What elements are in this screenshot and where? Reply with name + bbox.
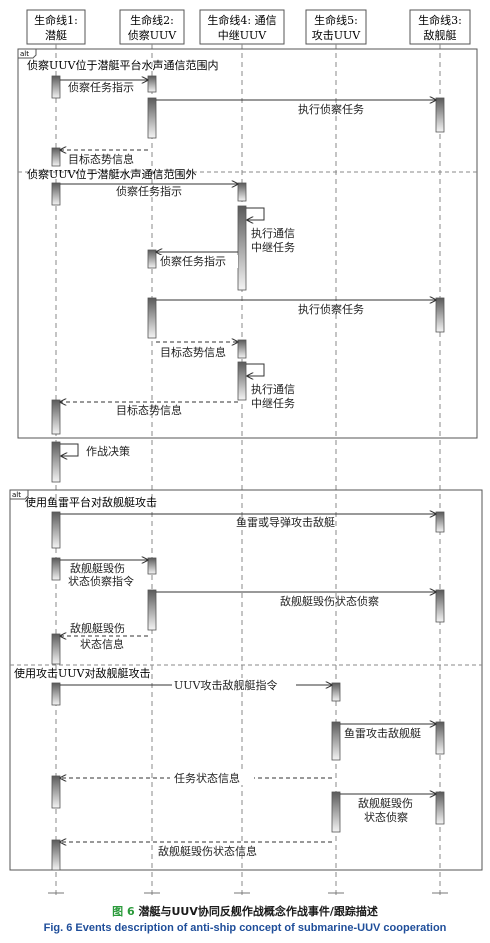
activation-bars (51, 75, 445, 871)
msg-label-m13-line1: 敌舰艇毁伤 (70, 561, 125, 575)
msg-label-m6: 侦察任务指示 (160, 254, 226, 268)
activation-bar (51, 775, 61, 809)
message-labels: 侦察任务指示 执行侦察任务 目标态势信息 侦察任务指示 执行通信 中继任务 侦察… (68, 80, 421, 858)
msg-label-m11: 作战决策 (86, 444, 130, 458)
msg-label-m18: 任务状态信息 (174, 771, 240, 785)
lifeline-header-relay: 生命线4: 通信 中继UUV (199, 9, 285, 45)
lifeline-header-recon: 生命线2: 侦察UUV (119, 9, 185, 45)
sequence-diagram: 生命线1: 潜艇 生命线2: 侦察UUV 生命线4: 通信 中继UUV 生命线5… (9, 9, 483, 895)
lifeline-sub-label-1: 生命线1: (34, 13, 78, 27)
activation-bar (435, 97, 445, 133)
lifeline-relay-label-2: 中继UUV (218, 29, 268, 42)
msg-label-m9-line1: 执行通信 (251, 382, 295, 396)
msg-label-m2: 执行侦察任务 (298, 102, 364, 116)
figure-number-en: Fig. 6 (43, 922, 73, 934)
activation-bar (237, 205, 247, 291)
alt-fragment-2-tag: alt (12, 491, 21, 499)
activation-bar (435, 511, 445, 533)
msg-label-m12: 鱼雷或导弹攻击敌艇 (236, 515, 335, 529)
activation-bar (147, 297, 157, 339)
activation-bar (435, 791, 445, 825)
msg-label-m15-line1: 敌舰艇毁伤 (70, 621, 125, 635)
arrow-m9 (246, 363, 265, 376)
activation-bar (51, 182, 61, 206)
alt-fragment-2: alt 使用鱼雷平台对敌舰艇攻击 使用攻击UUV对敌舰艇攻击 (9, 489, 483, 871)
msg-label-m16: UUV攻击敌舰艇指令 (174, 678, 277, 692)
lifeline-enemy-label-2: 敌舰艇 (424, 28, 457, 42)
activation-bar (237, 361, 247, 401)
msg-label-m19-line1: 敌舰艇毁伤 (358, 796, 413, 810)
msg-label-m7: 执行侦察任务 (298, 302, 364, 316)
activation-bar (51, 682, 61, 706)
lifeline-header-attack: 生命线5: 攻击UUV (305, 9, 367, 45)
lifeline-recon-label-1: 生命线2: (130, 13, 174, 27)
activation-bar (51, 511, 61, 549)
figure-title-zh: 潜艇与UUV协同反舰作战概念作战事件/跟踪描述 (138, 905, 378, 918)
lifeline-relay-label-1: 生命线4: 通信 (207, 13, 276, 27)
activation-bar (51, 441, 61, 483)
lifeline-sub-label-2: 潜艇 (45, 28, 67, 42)
activation-bar (51, 839, 61, 871)
activation-bar (237, 339, 247, 359)
activation-bar (435, 297, 445, 333)
activation-bar (51, 147, 61, 167)
activation-bar (147, 97, 157, 139)
figure-number-zh: 图 6 (112, 905, 135, 918)
alt2-condition-1: 使用鱼雷平台对敌舰艇攻击 (25, 495, 157, 509)
msg-label-m4: 侦察任务指示 (116, 184, 182, 198)
alt2-condition-2: 使用攻击UUV对敌舰艇攻击 (14, 666, 150, 680)
alt1-condition-2: 侦察UUV位于潜艇水声通信范围外 (27, 167, 196, 181)
activation-bar (51, 633, 61, 665)
msg-label-m5-line1: 执行通信 (251, 226, 295, 240)
alt1-condition-1: 侦察UUV位于潜艇平台水声通信范围内 (27, 58, 218, 72)
activation-bar (51, 557, 61, 581)
activation-bar (147, 249, 157, 269)
lifeline-header-sub: 生命线1: 潜艇 (26, 9, 86, 45)
alt-fragment-1: alt 侦察UUV位于潜艇平台水声通信范围内 侦察UUV位于潜艇水声通信范围外 (17, 48, 478, 439)
lifeline-header-enemy: 生命线3: 敌舰艇 (409, 9, 471, 45)
msg-label-m17: 鱼雷攻击敌舰艇 (344, 726, 421, 740)
alt-fragment-1-tag: alt (20, 50, 29, 58)
arrow-m11 (60, 443, 79, 456)
msg-label-m8: 目标态势信息 (160, 345, 226, 359)
activation-bar (435, 721, 445, 755)
figure-title-en: Events description of anti-ship concept … (75, 922, 447, 934)
activation-bar (51, 399, 61, 435)
activation-bar (147, 589, 157, 631)
activation-bar (237, 182, 247, 202)
activation-bar (435, 589, 445, 623)
lifeline-attack-label-1: 生命线5: (314, 13, 358, 27)
activation-bar (331, 682, 341, 702)
lifeline-attack-label-2: 攻击UUV (312, 28, 362, 42)
activation-bar (331, 721, 341, 761)
msg-label-m13-line2: 状态侦察指令 (68, 574, 134, 588)
arrow-m5 (246, 207, 265, 220)
msg-label-m20: 敌舰艇毁伤状态信息 (158, 844, 257, 858)
msg-label-m3: 目标态势信息 (68, 152, 134, 166)
msg-label-m14: 敌舰艇毁伤状态侦察 (280, 594, 379, 608)
activation-bar (331, 791, 341, 833)
activation-bar (147, 75, 157, 93)
msg-label-m1: 侦察任务指示 (68, 80, 134, 94)
msg-label-m10: 目标态势信息 (116, 403, 182, 417)
msg-label-m9-line2: 中继任务 (251, 397, 295, 410)
activation-bar (147, 557, 157, 575)
lifeline-recon-label-2: 侦察UUV (128, 28, 178, 42)
figure-caption-en: Fig. 6 Events description of anti-ship c… (0, 922, 490, 934)
lifeline-enemy-label-1: 生命线3: (418, 13, 462, 27)
figure-caption-zh: 图 6 潜艇与UUV协同反舰作战概念作战事件/跟踪描述 (0, 903, 490, 919)
msg-label-m15-line2: 状态信息 (80, 637, 124, 651)
msg-label-m5-line2: 中继任务 (251, 241, 295, 254)
activation-bar (51, 75, 61, 99)
msg-label-m19-line2: 状态侦察 (364, 810, 408, 824)
